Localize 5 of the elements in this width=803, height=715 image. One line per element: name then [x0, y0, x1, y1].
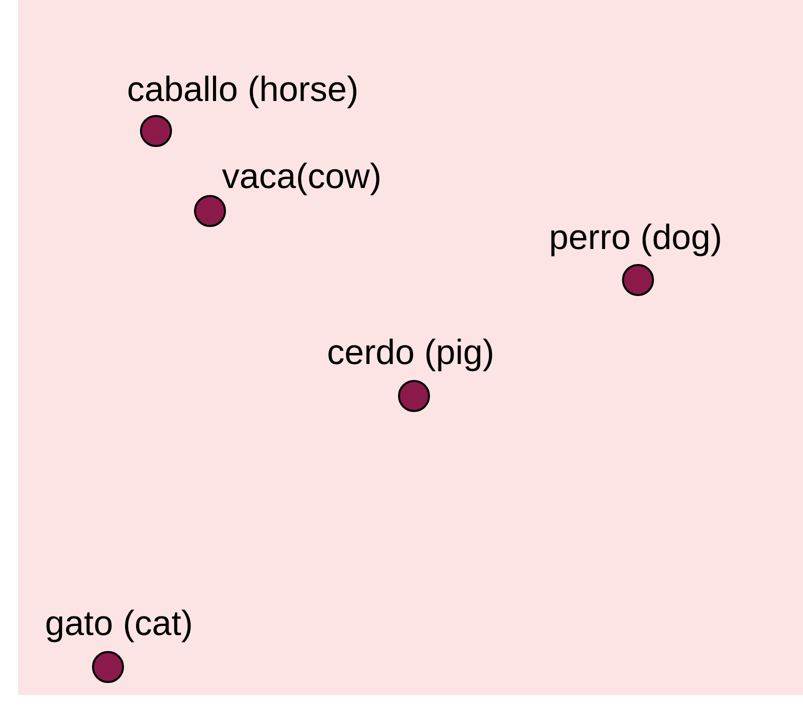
point-label: caballo (horse): [127, 70, 358, 110]
point-label: perro (dog): [549, 218, 722, 258]
point-label: cerdo (pig): [327, 333, 494, 373]
point-label: gato (cat): [45, 604, 193, 644]
point-label: vaca(cow): [222, 157, 382, 197]
